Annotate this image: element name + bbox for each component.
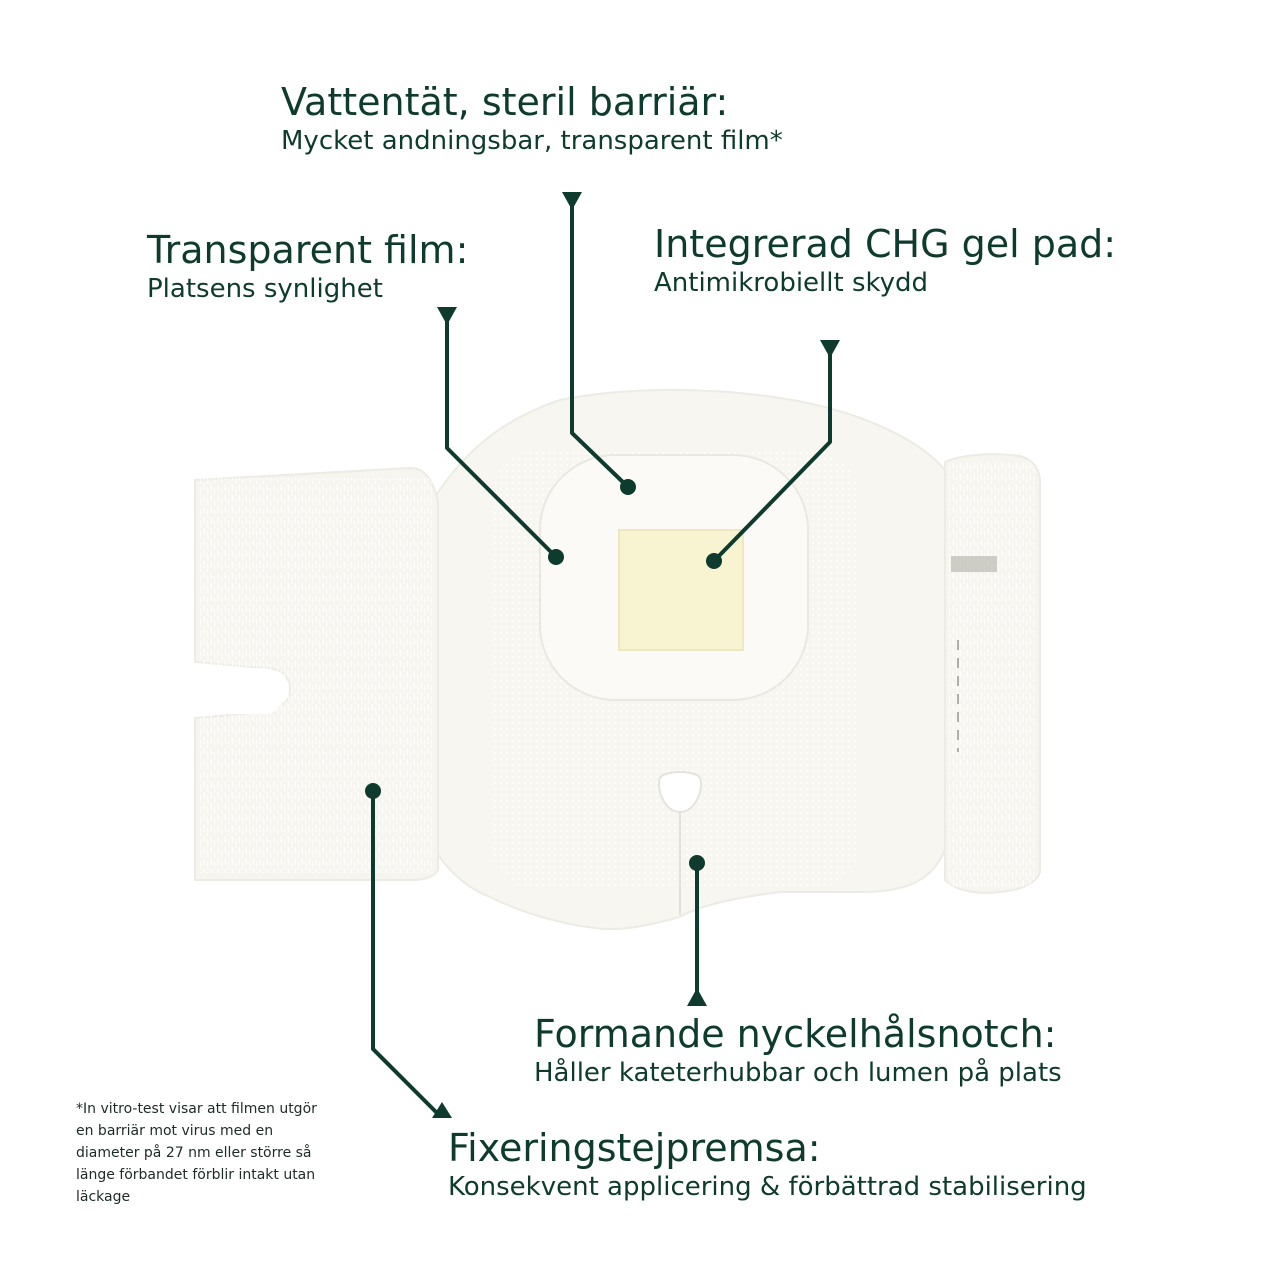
callout-tape: Fixeringstejpremsa: Konsekvent appliceri… [448,1126,1087,1204]
arrowhead-gel [820,340,840,358]
anchor-dot-notch [689,855,705,871]
callout-film-title: Transparent film: [147,228,469,272]
anchor-dot-film [548,549,564,565]
callout-barrier: Vattentät, steril barriär: Mycket andnin… [281,80,783,158]
leader-line-film [445,311,558,559]
callout-gel: Integrerad CHG gel pad: Antimikrobiellt … [654,222,1116,300]
keyhole-notch [658,771,702,814]
leader-line-gel [712,344,832,563]
fixation-tape-fibers-right [948,462,1036,887]
arrowhead-tape [432,1102,452,1118]
callout-film: Transparent film: Platsens synlighet [147,228,468,306]
callout-barrier-title: Vattentät, steril barriär: [281,80,729,124]
arrowhead-film [437,307,457,325]
anchor-dot-gel [706,553,722,569]
printed-marking [951,556,997,572]
anchor-dot-tape [365,783,381,799]
callout-notch-subtitle: Håller kateterhubbar och lumen på plats [534,1058,1062,1088]
leader-line-barrier [570,196,630,489]
callout-film-subtitle: Platsens synlighet [147,274,383,304]
anchor-dot-barrier [620,479,636,495]
footnote: *In vitro-test visar att filmen utgör en… [76,1101,317,1205]
callout-gel-title: Integrerad CHG gel pad: [654,222,1117,266]
callout-tape-title: Fixeringstejpremsa: [448,1126,821,1170]
leader-line-tape [371,789,439,1115]
callout-barrier-subtitle: Mycket andningsbar, transparent film* [281,126,783,156]
arrowhead-notch [687,988,707,1006]
notch-cutout-left [192,668,284,714]
callout-tape-subtitle: Konsekvent applicering & förbättrad stab… [448,1172,1087,1202]
arrowhead-barrier [562,192,582,210]
callout-notch: Formande nyckelhålsnotch: Håller kateter… [534,1012,1062,1090]
callout-notch-title: Formande nyckelhålsnotch: [534,1012,1057,1056]
callout-gel-subtitle: Antimikrobiellt skydd [654,268,929,298]
